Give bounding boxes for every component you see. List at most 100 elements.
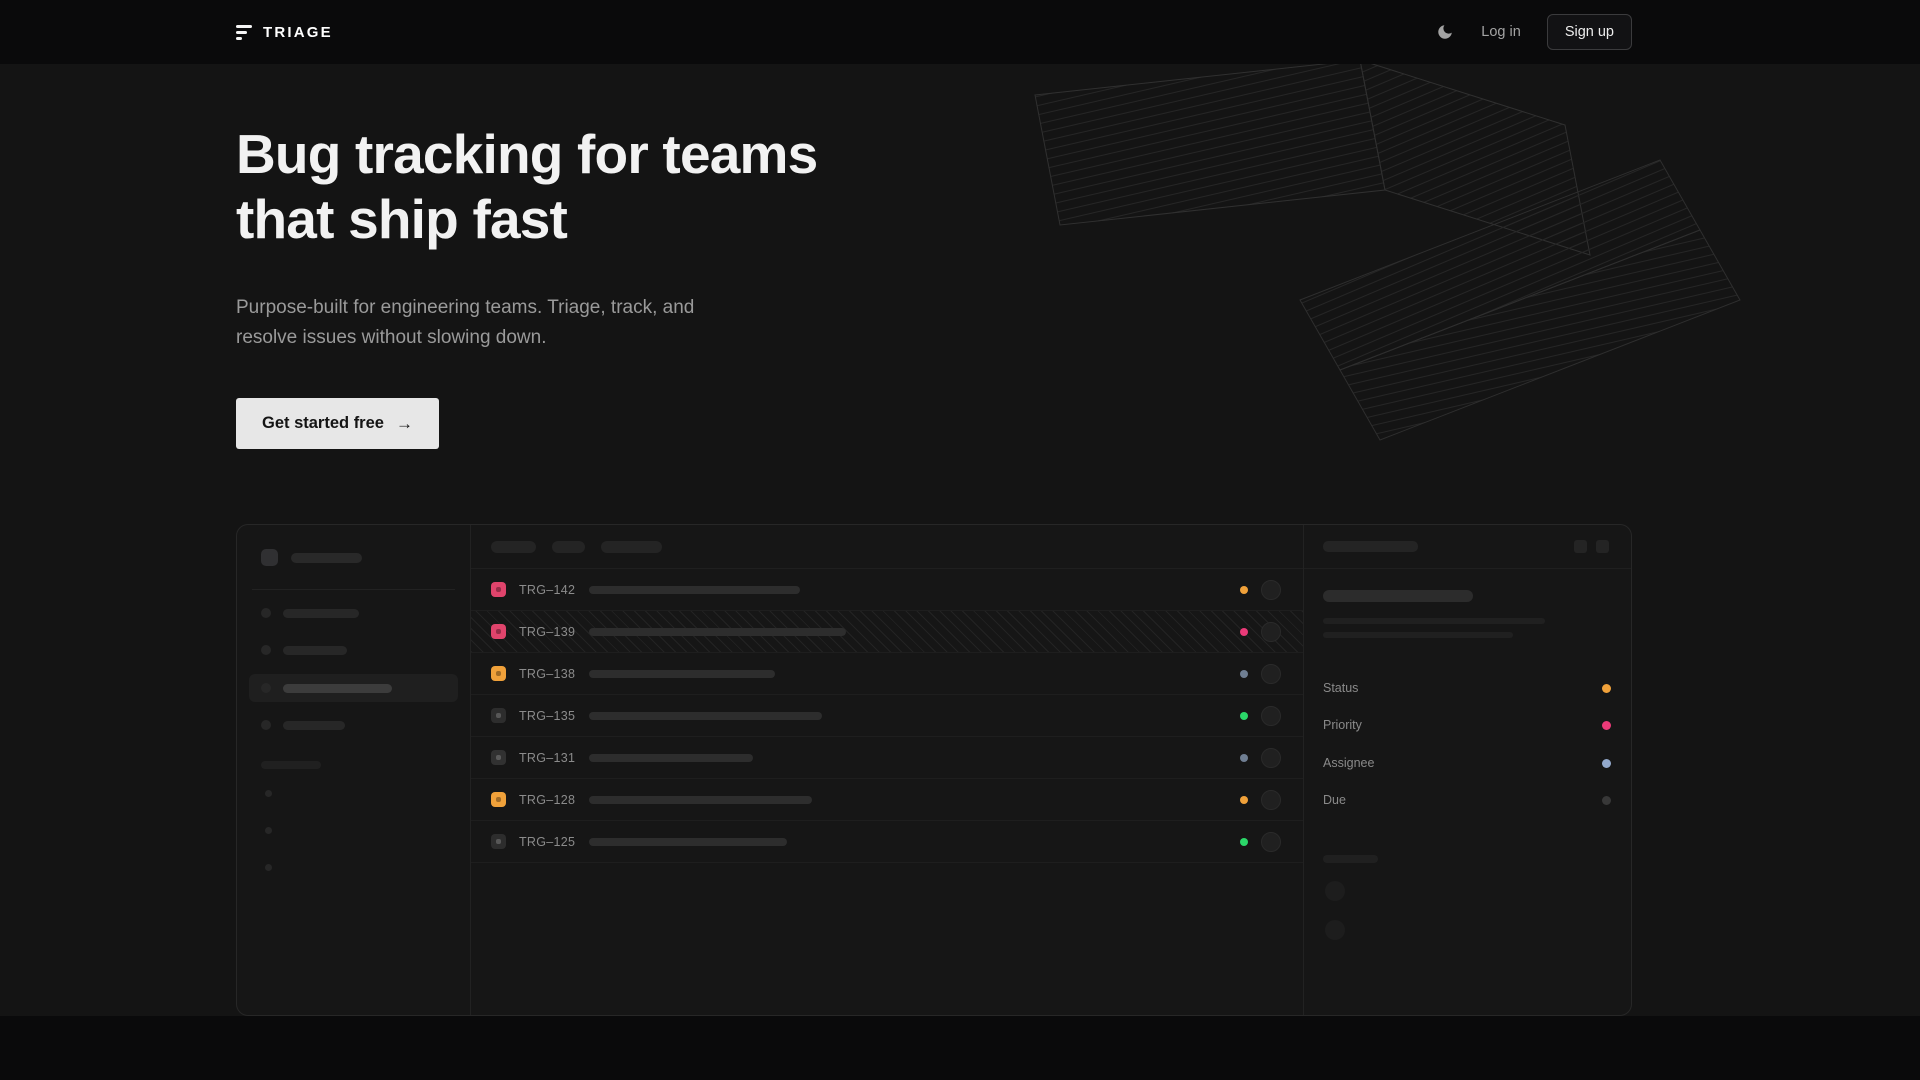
detail-field-priority: Priority	[1323, 716, 1611, 734]
field-value-dot	[1602, 758, 1611, 768]
issue-status-dot	[1240, 585, 1248, 594]
hero-subtitle-line1: Purpose-built for engineering teams. Tri…	[236, 297, 695, 318]
assignee-avatar-placeholder	[1261, 747, 1281, 768]
issue-id: TRG–139	[519, 624, 576, 639]
app-mockup: TRG–142 TRG–139 TRG–138	[236, 524, 1632, 1016]
issue-title-skeleton	[589, 837, 787, 846]
issue-status-dot	[1240, 795, 1248, 804]
signup-button[interactable]: Sign up	[1546, 14, 1632, 50]
issue-type-icon	[491, 582, 506, 597]
brand-name: TRIAGE	[263, 23, 333, 41]
toolbar-pill-skeleton	[552, 540, 585, 553]
sidebar-item-icon-placeholder	[261, 720, 271, 730]
issue-type-icon-glyph	[496, 797, 501, 802]
assignee-avatar-placeholder	[1261, 663, 1281, 684]
hero-title-line2: that ship fast	[236, 188, 568, 250]
field-value-dot	[1602, 720, 1611, 730]
field-value-dot	[1602, 683, 1611, 693]
issue-row: TRG–138	[471, 653, 1303, 695]
panel-header-skeleton	[1304, 525, 1631, 569]
comment-avatar-placeholder	[1325, 920, 1345, 940]
sidebar-item-active-skeleton	[249, 674, 458, 702]
sidebar-item-label-skeleton	[283, 720, 345, 730]
get-started-button[interactable]: Get started free →	[236, 398, 439, 449]
issue-type-icon-glyph	[496, 839, 501, 844]
panel-title-skeleton	[1323, 541, 1418, 552]
issue-row-selected: TRG–139	[471, 611, 1303, 653]
sidebar-item-label-skeleton	[283, 608, 359, 618]
sidebar-item-icon-placeholder	[261, 683, 271, 693]
hero-title-line1: Bug tracking for teams	[236, 123, 818, 185]
footer-strip	[0, 1016, 1920, 1080]
detail-text-skeleton	[1323, 618, 1545, 624]
issue-row: TRG–128	[471, 779, 1303, 821]
issue-type-icon	[491, 708, 506, 723]
assignee-avatar-placeholder	[1261, 831, 1281, 852]
issue-id: TRG–142	[519, 582, 576, 597]
mockup-sidebar	[237, 525, 471, 1015]
sidebar-mini-dot	[265, 827, 272, 834]
issue-type-icon	[491, 750, 506, 765]
assignee-avatar-placeholder	[1261, 789, 1281, 810]
issue-row: TRG–142	[471, 569, 1303, 611]
issue-title-skeleton	[589, 627, 846, 636]
issue-title-skeleton	[589, 711, 822, 720]
issue-id: TRG–131	[519, 750, 576, 765]
top-nav: TRIAGE Log in Sign up	[0, 0, 1920, 64]
sidebar-workspace-skeleton	[261, 549, 362, 566]
issue-status-dot	[1240, 627, 1248, 636]
issue-id: TRG–138	[519, 666, 576, 681]
sidebar-divider	[252, 589, 455, 590]
sidebar-item-skeleton	[261, 645, 347, 655]
issue-type-icon-glyph	[496, 713, 501, 718]
detail-text-skeleton	[1323, 632, 1513, 638]
sidebar-item-icon-placeholder	[261, 645, 271, 655]
panel-action-placeholder	[1574, 540, 1587, 553]
login-link[interactable]: Log in	[1481, 24, 1521, 40]
sidebar-item-label-skeleton	[283, 683, 392, 693]
hero-title: Bug tracking for teams that ship fast	[236, 122, 818, 252]
dark-mode-toggle[interactable]	[1435, 22, 1455, 42]
sidebar-item-skeleton	[261, 608, 359, 618]
issue-status-dot	[1240, 669, 1248, 678]
moon-icon	[1438, 25, 1453, 39]
brand-logo[interactable]: TRIAGE	[236, 24, 333, 41]
assignee-avatar-placeholder	[1261, 579, 1281, 600]
detail-field-assignee: Assignee	[1323, 754, 1611, 772]
detail-title-skeleton	[1323, 590, 1473, 602]
mockup-issue-list: TRG–142 TRG–139 TRG–138	[471, 525, 1304, 1015]
field-label: Due	[1323, 793, 1346, 807]
workspace-icon-placeholder	[261, 549, 278, 566]
toolbar-pill-skeleton	[491, 540, 536, 553]
list-toolbar-skeleton	[471, 525, 1303, 569]
detail-field-status: Status	[1323, 679, 1611, 697]
sidebar-item-label-skeleton	[283, 645, 347, 655]
issue-type-icon-glyph	[496, 629, 501, 634]
triage-logo-icon	[236, 24, 252, 40]
sidebar-section-skeleton	[261, 761, 321, 769]
issue-id: TRG–135	[519, 708, 576, 723]
issue-id: TRG–128	[519, 792, 576, 807]
assignee-avatar-placeholder	[1261, 705, 1281, 726]
issue-type-icon	[491, 834, 506, 849]
sidebar-item-icon-placeholder	[261, 608, 271, 618]
arrow-right-icon: →	[395, 413, 413, 433]
sidebar-mini-dot	[265, 790, 272, 797]
issue-status-dot	[1240, 711, 1248, 720]
hero-subtitle-line2: resolve issues without slowing down.	[236, 327, 547, 348]
field-value-dot	[1602, 795, 1611, 805]
assignee-avatar-placeholder	[1261, 621, 1281, 642]
panel-action-placeholder	[1596, 540, 1609, 553]
issue-title-skeleton	[589, 669, 775, 678]
nav-actions: Log in Sign up	[1435, 14, 1632, 50]
mockup-detail-panel: Status Priority Assignee Due	[1304, 525, 1631, 1015]
comment-avatar-placeholder	[1325, 881, 1345, 901]
detail-section-skeleton	[1323, 855, 1378, 863]
issue-type-icon-glyph	[496, 587, 501, 592]
issue-title-skeleton	[589, 753, 753, 762]
issue-title-skeleton	[589, 795, 812, 804]
issue-type-icon-glyph	[496, 671, 501, 676]
issue-type-icon-glyph	[496, 755, 501, 760]
issue-row: TRG–131	[471, 737, 1303, 779]
issue-title-skeleton	[589, 585, 800, 594]
